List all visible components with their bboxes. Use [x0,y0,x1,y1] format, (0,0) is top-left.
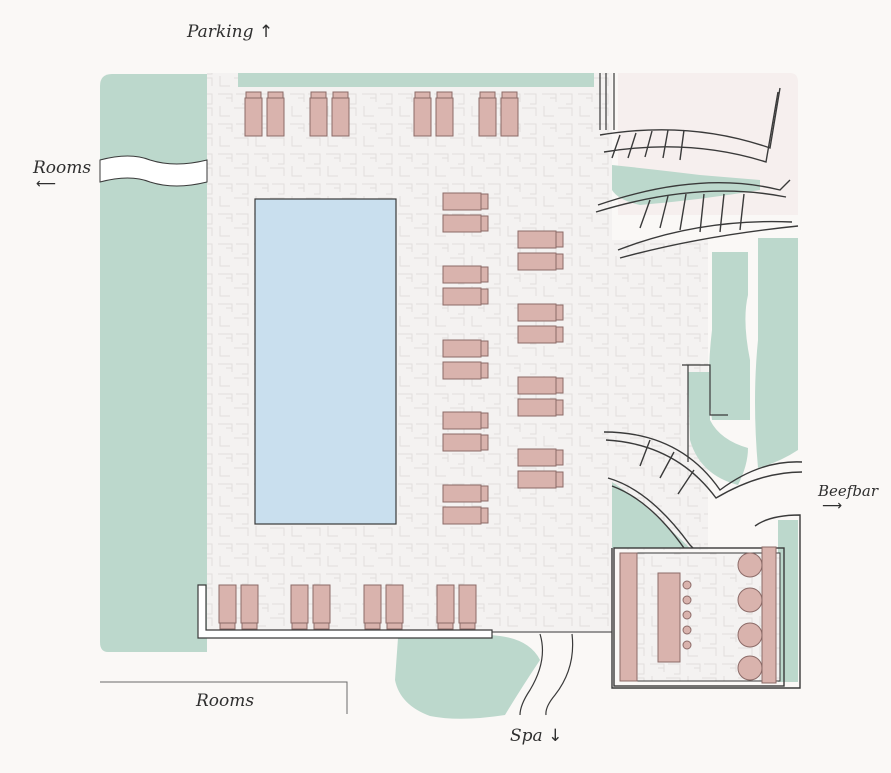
deck-edge-east [682,364,728,462]
parking-label[interactable]: Parking ↑ [187,22,273,42]
spa-path [519,633,574,716]
garden-east-lower [688,372,748,485]
loungers-south[interactable] [218,584,477,630]
beefbar-label[interactable]: Beefbar [818,482,878,500]
arrow-down-icon: ↓ [548,726,563,746]
spa-label[interactable]: Spa ↓ [510,726,562,746]
garden-east-mid-right [755,238,798,468]
arrow-left-icon: ⟵ [36,176,57,192]
garden-east-mid-left [709,252,750,420]
curved-walkway-north [595,87,799,259]
rooms-building-south [100,681,348,714]
west-garden [100,74,207,652]
spa-label-text: Spa [510,726,543,746]
deck-edge-south [197,584,493,639]
arrow-up-icon: ↑ [258,22,274,42]
arrow-right-icon: ⟶ [822,498,843,514]
loungers-east-column-2[interactable] [517,230,564,489]
rooms-south-label[interactable]: Rooms [196,691,254,711]
north-garden [238,73,594,87]
rooms-south-label-text: Rooms [196,691,255,711]
entry-rails [599,73,615,130]
garden-southeast-strip [778,520,798,682]
beefbar-label-text: Beefbar [818,482,879,500]
parking-label-text: Parking [187,22,254,42]
loungers-north[interactable] [244,91,519,137]
south-garden [395,633,540,719]
rooms-walkway [99,155,208,187]
curved-walkway-south [603,431,803,689]
rooms-west-label-text: Rooms [33,158,92,178]
beefbar-bar-area[interactable] [613,546,785,687]
swimming-pool[interactable] [254,198,397,525]
loungers-east-column-1[interactable] [442,192,489,525]
rooms-west-label[interactable]: Rooms [33,158,91,178]
